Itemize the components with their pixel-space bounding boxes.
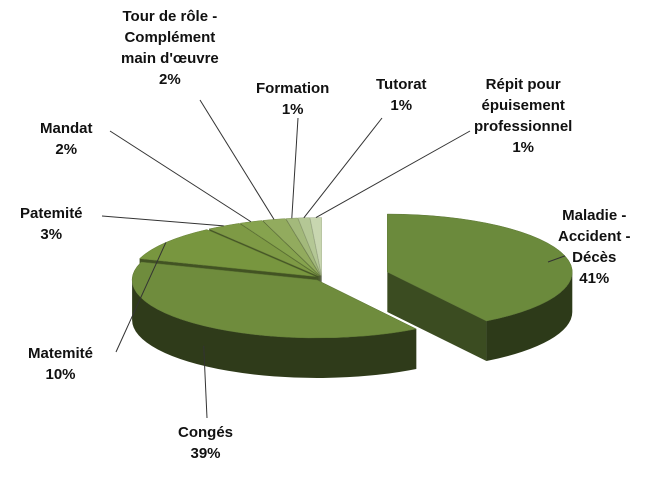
leader-line-7 xyxy=(303,117,383,219)
label-maternite: Matemité 10% xyxy=(28,345,94,383)
leader-line-3 xyxy=(101,215,224,227)
leader-lines xyxy=(101,99,566,419)
slice-side-0 xyxy=(486,272,573,362)
label-mandat: Mandat 2% xyxy=(40,120,93,158)
label-maladie: Maladie - Accident - Décès 41% xyxy=(558,207,631,287)
leader-line-2 xyxy=(115,242,167,353)
slice-1 xyxy=(131,261,417,339)
label-repit: Répit pour épuisement professionnel 1% xyxy=(474,76,573,156)
slice-wall-0-1 xyxy=(387,272,487,362)
leader-line-1 xyxy=(203,345,208,419)
label-paternite: Patemité 3% xyxy=(20,205,83,243)
label-conges: Congés 39% xyxy=(178,424,234,462)
leader-line-0 xyxy=(547,255,566,263)
leader-line-4 xyxy=(109,130,252,223)
slice-2 xyxy=(139,229,316,277)
label-formation: Formation 1% xyxy=(256,80,330,118)
leader-line-8 xyxy=(315,130,471,218)
label-tutorat: Tutorat 1% xyxy=(376,76,427,114)
leader-line-6 xyxy=(291,117,299,219)
leader-line-5 xyxy=(199,99,275,220)
slice-side-1 xyxy=(132,279,417,378)
slice-8 xyxy=(309,217,322,276)
slice-4 xyxy=(239,220,320,276)
pie-tops xyxy=(131,213,573,339)
label-tour-de-role: Tour de rôle - Complément main d'œuvre 2… xyxy=(121,8,219,88)
